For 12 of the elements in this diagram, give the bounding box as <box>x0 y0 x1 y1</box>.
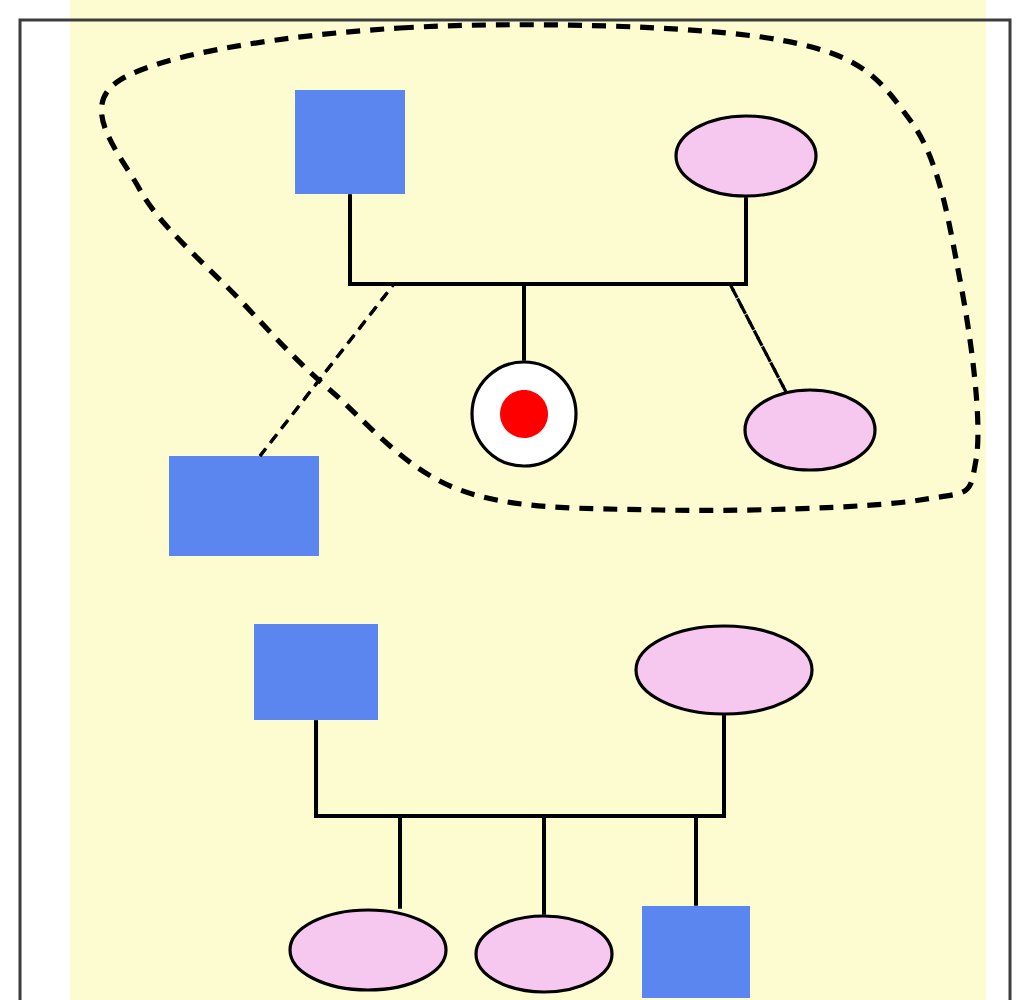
female-oval <box>674 114 818 198</box>
male-square <box>295 90 405 194</box>
female-oval <box>743 388 877 472</box>
female-oval <box>474 914 614 994</box>
affected-circle <box>470 360 578 468</box>
pedigree-line <box>694 715 726 906</box>
female-oval <box>288 908 448 992</box>
male-square <box>254 624 378 720</box>
male-square <box>169 456 319 556</box>
female-oval <box>634 624 814 716</box>
pedigree-line <box>522 197 748 361</box>
male-square <box>642 906 750 998</box>
